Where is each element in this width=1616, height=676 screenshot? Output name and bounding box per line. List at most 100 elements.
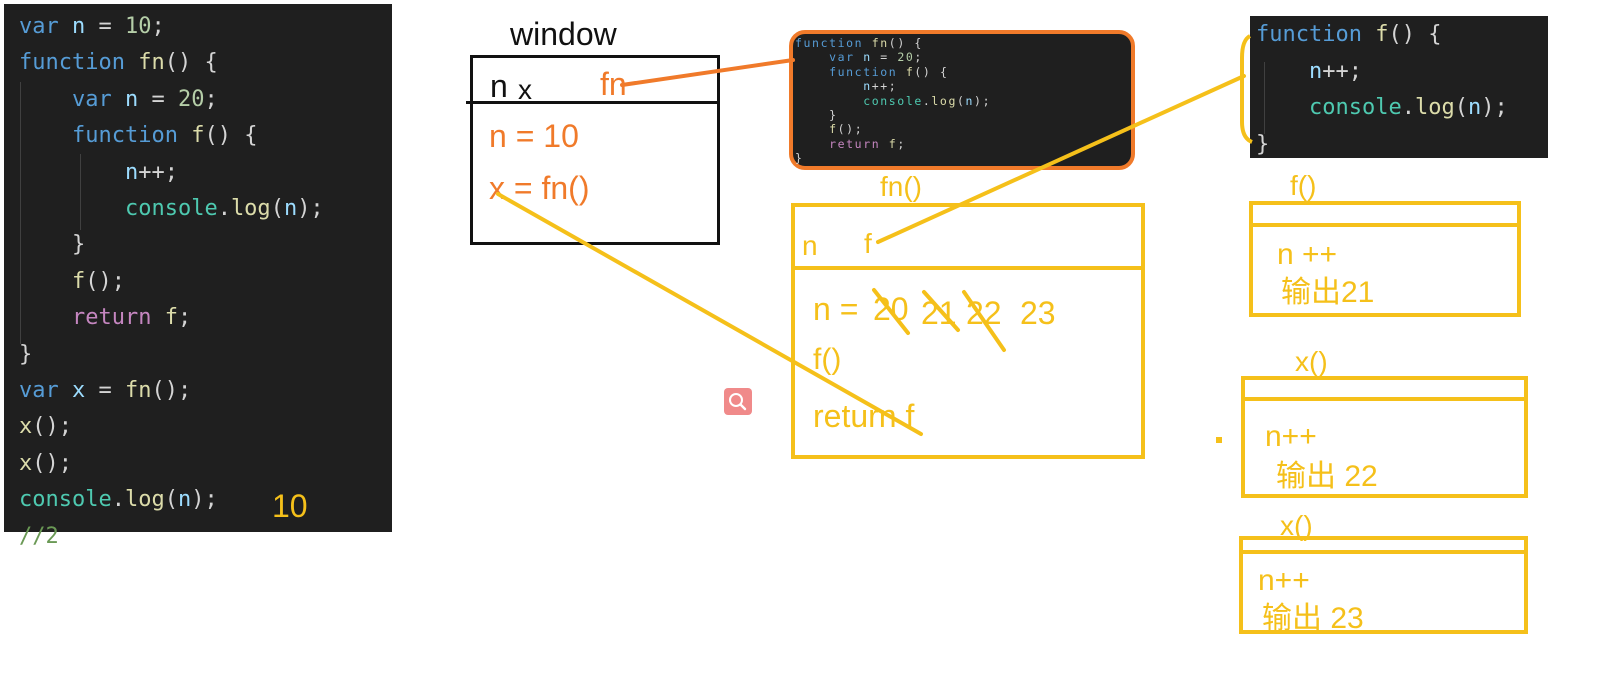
code-token: var [19,378,59,403]
code-token [795,122,829,136]
code-line: console.log(n); [795,94,991,108]
code-token: . [217,196,231,221]
code-token [19,123,72,148]
code-token: console [19,487,112,513]
main-code-panel: var n = 10;function fn() { var n = 20; f… [4,4,392,549]
fn-scope-return: return f [813,398,915,434]
code-token: ( [1454,95,1468,120]
code-token: . [1401,95,1415,120]
code-token: f [829,122,838,137]
x-call-2-box [1239,536,1528,634]
code-token: } [19,232,86,258]
code-line: } [1256,132,1269,157]
code-token: (); [837,122,864,137]
code-token: () { [204,123,258,149]
code-token: fn [125,378,152,403]
code-token: n [72,14,86,39]
code-token: n [124,159,139,185]
window-row-n: n = 10 [489,118,579,154]
x-call-2-divider [1239,550,1528,554]
code-token: f [905,64,915,79]
code-line: } [795,108,838,122]
code-line: //2 [19,524,59,549]
code-line: } [19,342,32,367]
code-line: n++; [1256,59,1362,84]
code-token: n [124,86,139,112]
window-var-x: x [518,74,532,105]
f-definition-code: function f() { n++; console.log(n);} [1250,16,1548,158]
code-token [112,87,125,112]
code-token: console [863,93,923,108]
code-token: f [191,123,205,149]
code-token [1256,95,1309,120]
code-token: ; [897,136,906,151]
code-token: function [795,36,864,50]
code-token: return [71,305,152,331]
code-token: } [1256,131,1270,157]
code-token: f [164,305,178,331]
code-token: console [124,196,218,221]
code-line: function f() { [1256,22,1441,47]
code-token: ++; [871,79,898,94]
code-token [19,87,72,112]
code-token: = [85,14,125,39]
code-token: f [71,268,86,294]
code-line: x(); [19,414,72,439]
fn-scope-var-f: f [864,228,872,259]
code-token: ( [164,487,178,513]
code-token: } [795,108,838,122]
indent-guide [20,82,21,344]
code-line: function fn() { [795,36,923,50]
code-token: () { [888,36,923,50]
code-token: = [85,378,125,403]
code-line: } [795,151,804,165]
x-call-1-line2: 输出 22 [1276,460,1378,493]
code-token [795,50,829,64]
code-line: var x = fn(); [19,378,191,403]
yellow-dot [1216,437,1222,443]
f-call-line2: 输出21 [1281,276,1375,309]
code-line: var n = 20; [19,87,218,112]
code-token [795,79,863,93]
code-token: var [829,50,855,65]
code-token: function [829,64,898,79]
code-token: () { [1388,22,1442,47]
code-line: console.log(n); [19,487,218,512]
code-token: console [1308,95,1402,120]
code-line: console.log(n); [1256,95,1508,120]
code-token [1256,59,1309,84]
code-token: //2 [19,523,59,549]
fn-scope-divider [791,266,1145,270]
code-token: ( [956,93,966,108]
code-token: fn [871,36,889,50]
code-token: log [1414,95,1455,120]
code-token [19,160,125,185]
x-call-1-divider [1241,397,1528,401]
f-call-box [1249,201,1521,317]
code-line: n++; [795,79,897,93]
code-token [795,65,829,79]
window-divider [466,101,720,104]
f-call-line1: n ++ [1277,238,1338,271]
code-token [125,50,138,75]
code-token [795,94,863,108]
code-token: ; [177,305,192,331]
fn-scope-value-20: 20 [873,291,909,327]
code-token [897,65,906,79]
x-call-2-line1: n++ [1258,564,1310,597]
search-badge[interactable] [724,388,752,415]
code-token: n [283,196,298,221]
code-token: = [138,86,178,112]
code-token: } [795,151,804,166]
code-token: function [71,123,178,149]
code-token: n [863,79,872,94]
code-token: ); [297,196,324,221]
code-token: x [19,414,33,440]
code-token: ; [914,50,923,65]
code-line: function f() { [795,65,948,79]
fn-scope-value-21: 21 [921,295,957,331]
x-call-1-box [1241,376,1528,498]
code-token: ); [191,487,218,513]
code-token: (); [85,268,125,294]
window-var-fn: fn [600,66,627,102]
